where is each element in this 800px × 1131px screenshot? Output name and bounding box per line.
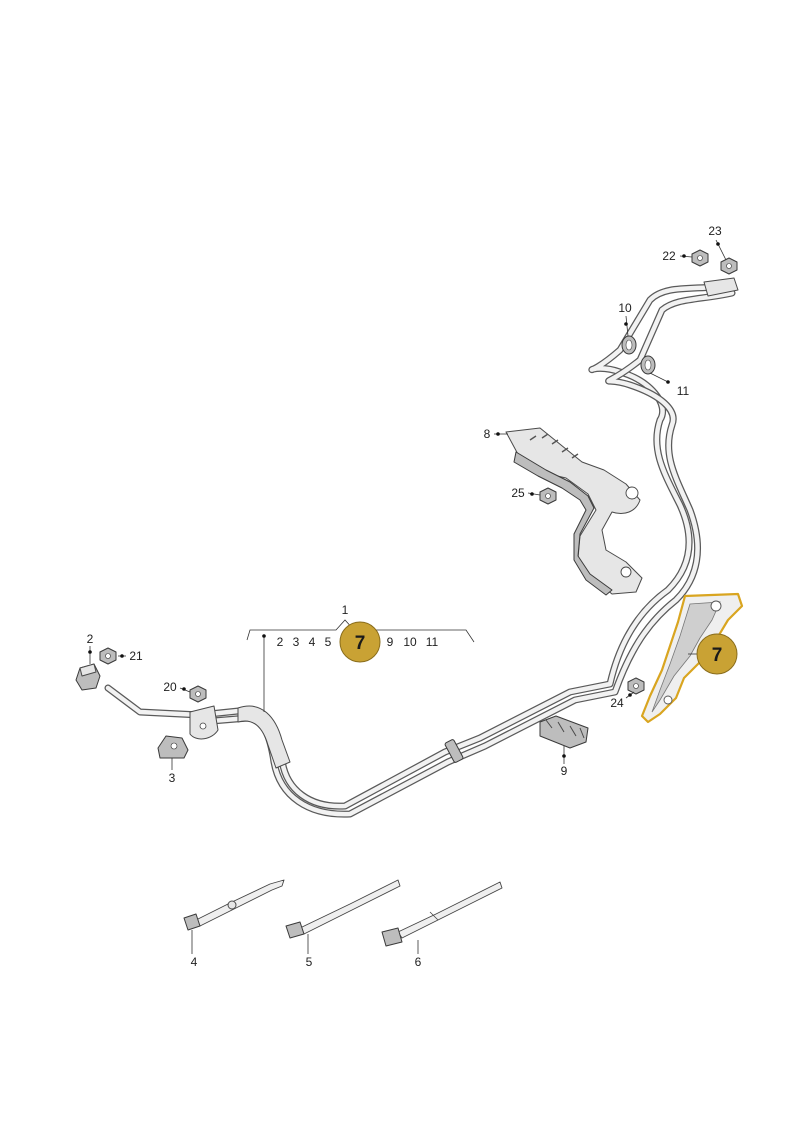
callout-20: 20 bbox=[163, 680, 177, 694]
nut-24[interactable] bbox=[627, 677, 645, 695]
callout-6: 6 bbox=[415, 955, 422, 969]
callout-9: 9 bbox=[561, 764, 568, 778]
group-item-10: 10 bbox=[403, 635, 417, 649]
callout-21: 21 bbox=[129, 649, 143, 663]
grommet-10[interactable] bbox=[621, 335, 637, 355]
grommet-11[interactable] bbox=[640, 355, 656, 375]
callout-25: 25 bbox=[511, 486, 525, 500]
callout-8: 8 bbox=[484, 427, 491, 441]
nut-21[interactable] bbox=[99, 647, 117, 665]
callout-1: 1 bbox=[342, 603, 349, 617]
group-item-list: 2 3 4 5 9 10 11 bbox=[277, 635, 439, 649]
nut-20[interactable] bbox=[189, 685, 207, 703]
highlight-badge-label: 7 bbox=[712, 645, 723, 666]
holder-bracket-8[interactable] bbox=[505, 427, 643, 596]
nut-23[interactable] bbox=[720, 257, 738, 275]
nut-25[interactable] bbox=[539, 487, 557, 505]
callout-4: 4 bbox=[191, 955, 198, 969]
group-item-11: 11 bbox=[426, 635, 439, 649]
highlight-badge-group[interactable]: 7 bbox=[339, 621, 381, 663]
callout-11: 11 bbox=[677, 384, 690, 398]
cable-tie-4[interactable] bbox=[183, 879, 285, 931]
group-item-9: 9 bbox=[387, 635, 394, 649]
nut-22[interactable] bbox=[691, 249, 709, 267]
group-item-4: 4 bbox=[309, 635, 316, 649]
rubber-buffer-2[interactable] bbox=[75, 663, 101, 691]
bracket-3[interactable] bbox=[157, 735, 189, 759]
highlight-badge-circle[interactable] bbox=[339, 621, 381, 663]
cable-tie-5[interactable] bbox=[285, 879, 401, 939]
highlight-badge-label: 7 bbox=[355, 633, 366, 654]
group-item-5: 5 bbox=[325, 635, 332, 649]
highlight-badge-circle[interactable] bbox=[696, 633, 738, 675]
upper-end-fitting[interactable] bbox=[703, 277, 739, 297]
group-item-2: 2 bbox=[277, 635, 284, 649]
callout-22: 22 bbox=[662, 249, 676, 263]
callout-24: 24 bbox=[610, 696, 624, 710]
pipe-line-assembly[interactable] bbox=[104, 282, 736, 818]
callout-5: 5 bbox=[306, 955, 313, 969]
highlighted-cover-7[interactable] bbox=[640, 592, 744, 724]
callout-labels: 1 2 3 4 5 6 8 9 10 11 20 21 22 23 24 25 bbox=[87, 224, 722, 969]
group-item-3: 3 bbox=[293, 635, 300, 649]
cable-tie-6[interactable] bbox=[381, 881, 503, 947]
callout-3: 3 bbox=[169, 771, 176, 785]
highlight-badge-part[interactable]: 7 bbox=[696, 633, 738, 675]
callout-23: 23 bbox=[708, 224, 722, 238]
clip-9[interactable] bbox=[539, 715, 589, 749]
leader-lines bbox=[88, 239, 727, 954]
callout-2: 2 bbox=[87, 632, 94, 646]
callout-10: 10 bbox=[618, 301, 632, 315]
